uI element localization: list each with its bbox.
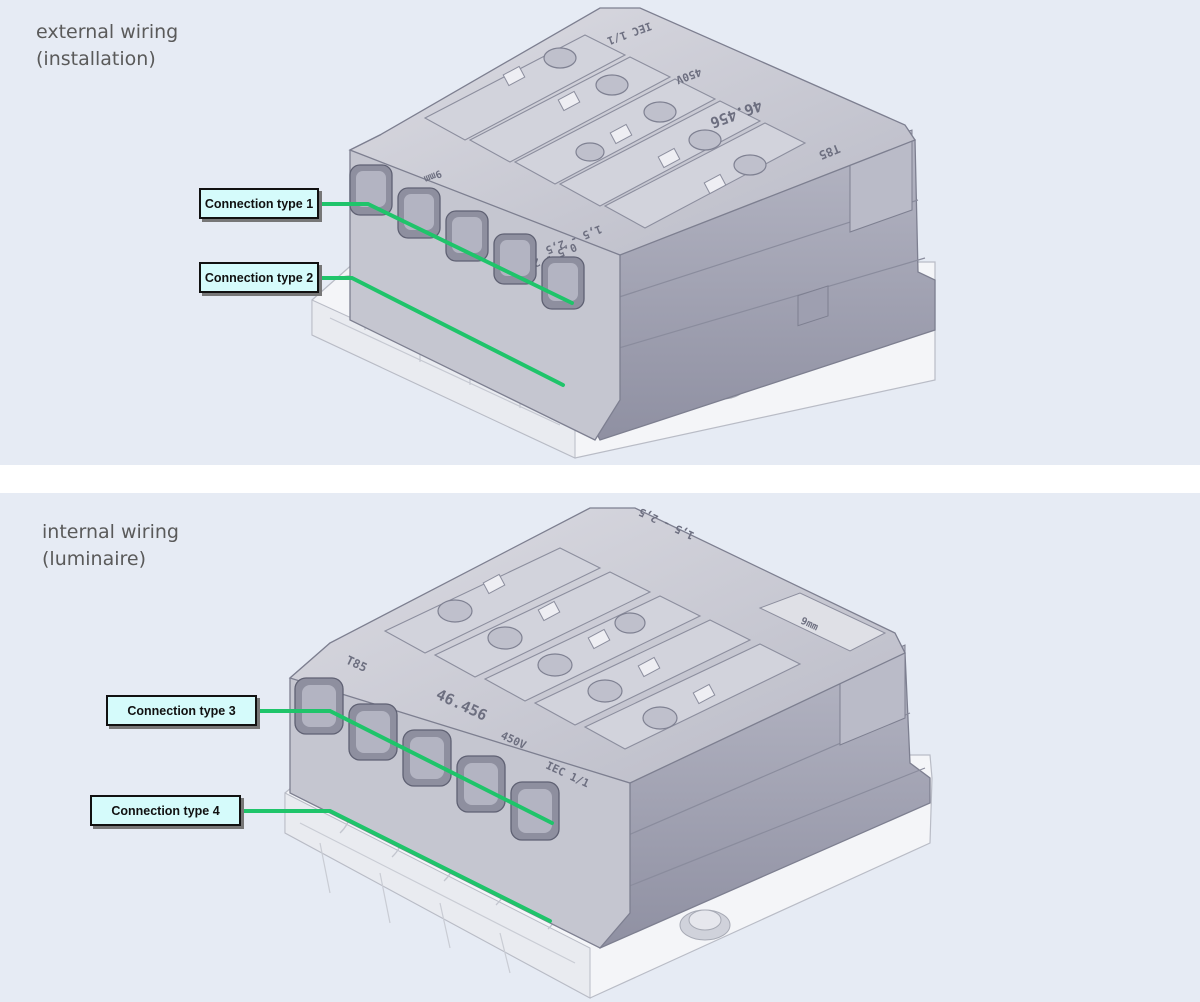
leader-line-type-1 <box>316 202 574 305</box>
panel-heading: internal wiring (luminaire) <box>42 519 179 573</box>
heading-line-1: external wiring <box>36 21 179 43</box>
strip-gauge <box>758 592 887 652</box>
tab-slots <box>502 65 727 195</box>
panel-external-wiring: external wiring (installation) <box>0 0 1200 465</box>
leader-lines <box>316 202 574 387</box>
screw-holes <box>437 599 678 730</box>
heading-line-1: internal wiring <box>42 521 179 543</box>
screw-holes <box>543 47 767 176</box>
callout-connection-type-2: Connection type 2 <box>199 262 319 293</box>
leader-line-type-4 <box>239 809 552 923</box>
panel-heading: external wiring (installation) <box>36 19 178 73</box>
heading-line-2: (installation) <box>36 48 156 70</box>
connector-illustration: T85 46.456 450V IEC 1/1 1,5 - 2,5 9mm <box>239 505 933 999</box>
panel-internal-wiring: internal wiring (luminaire) <box>0 493 1200 1002</box>
connector-illustration: T85 46.456 450V IEC 1/1 0,5 - 2,5 1,5 - … <box>311 7 936 459</box>
tab-slots <box>482 573 716 705</box>
leader-lines <box>239 709 554 923</box>
callout-connection-type-3: Connection type 3 <box>106 695 257 726</box>
callout-connection-type-1: Connection type 1 <box>199 188 319 219</box>
heading-line-2: (luminaire) <box>42 548 146 570</box>
leader-line-type-2 <box>316 276 565 387</box>
callout-connection-type-4: Connection type 4 <box>90 795 241 826</box>
leader-line-type-3 <box>254 709 554 825</box>
